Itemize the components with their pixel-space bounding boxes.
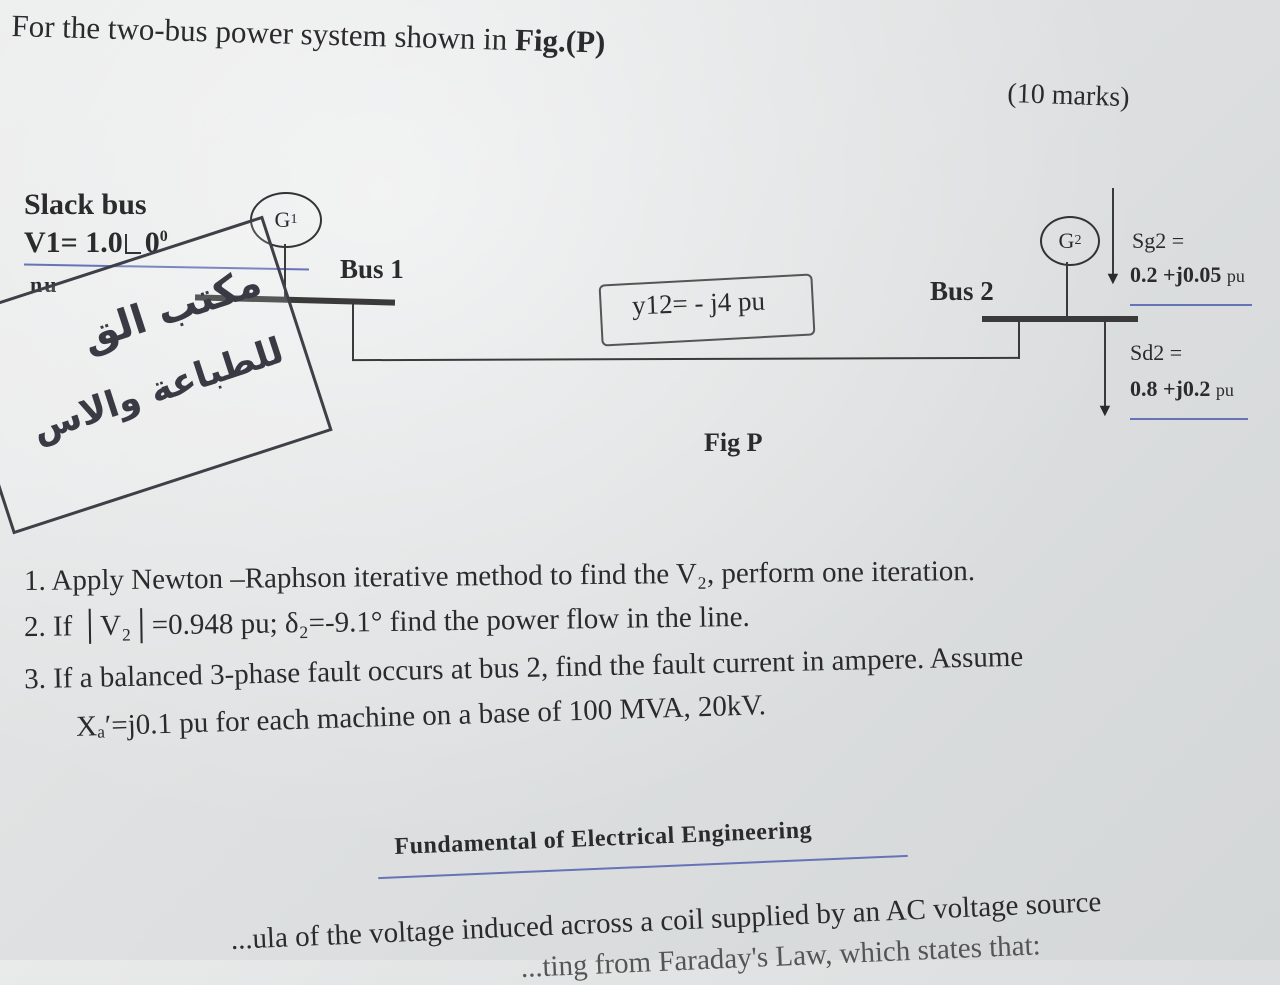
question-2-num: 2. [23,610,46,644]
bus-1-label: Bus 1 [340,254,404,284]
stamp-line-2: للطباعة والاس [27,330,289,451]
question-3-num: 3. [23,662,47,696]
header-line: For the two-bus power system shown in Fi… [11,8,606,61]
sd2-label: Sd2 = [1130,340,1183,365]
fig-caption: Fig P [704,428,763,457]
sd2-value: 0.8 +j0.2 pu [1130,376,1234,402]
sg2-arrow-shaft [1112,188,1114,278]
bus-2-bar [982,316,1138,322]
line-drop-bus1 [352,302,354,360]
sd2-underline [1130,418,1248,420]
sg2-label: Sg2 = [1132,228,1185,253]
angle-icon [124,234,141,254]
question-2: 2. If │V₂│=0.948 pu; δ₂=-9.1° find the p… [24,601,750,644]
question-3: 3. If a balanced 3-phase fault occurs at… [24,641,1024,697]
v1-deg: 0 [159,228,168,245]
marks-label: (10 marks) [1006,78,1131,114]
g2-sub: 2 [1074,233,1082,248]
header-fig-ref: Fig.(P) [514,22,606,60]
question-1-text: Apply Newton –Raphson iterative method t… [51,555,976,597]
question-2-text: If │V₂│=0.948 pu; δ₂=-9.1° find the powe… [52,600,750,643]
sg2-arrow-icon: ▼ [1104,268,1122,288]
g1-sub: 1 [290,212,298,227]
footer-underline [378,854,908,880]
sg2-unit: pu [1226,266,1245,286]
footer-title: Fundamental of Electrical Engineering [394,817,813,860]
question-1-num: 1. [23,564,46,597]
question-3-text: If a balanced 3-phase fault occurs at bu… [52,640,1024,695]
header-prefix: For the two-bus power system shown in [11,8,516,58]
bus-2-label: Bus 2 [930,276,994,306]
pu-fragment: nu [30,272,59,297]
sd2-unit: pu [1215,380,1234,400]
y12-label: y12= - j4 pu [631,285,766,321]
g2-connector [1066,262,1068,317]
sd2-arrow-icon: ▼ [1096,400,1114,420]
v1-angle: 0 [144,226,160,259]
sd2-value-text: 0.8 +j0.2 [1130,376,1211,401]
g2-label: G [1058,228,1075,253]
slack-bus-label: Slack bus [24,188,147,221]
sg2-underline [1130,304,1252,306]
question-3-continued: Xₐ′=j0.1 pu for each machine on a base o… [76,689,767,744]
sg2-value-text: 0.2 +j0.05 [1130,262,1222,287]
line-rise-bus2 [1018,322,1020,359]
sd2-arrow-shaft [1104,322,1106,410]
g1-label: G [274,207,291,232]
question-3-cont-text: Xₐ′=j0.1 pu for each machine on a base o… [75,689,767,743]
g1-connector [284,244,286,298]
v1-label: V1= 1.0 00 [24,226,168,260]
transmission-line [351,356,1021,362]
sg2-value: 0.2 +j0.05 pu [1130,262,1245,288]
v1-text: V1= 1.0 [24,226,123,259]
question-1: 1. Apply Newton –Raphson iterative metho… [24,555,975,598]
